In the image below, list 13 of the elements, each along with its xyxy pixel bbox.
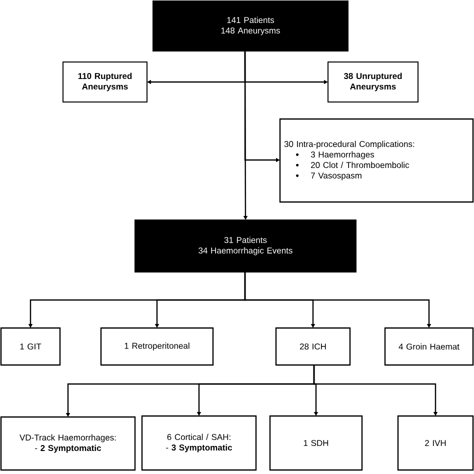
summary-box: 141 Patients 148 Aneurysms <box>152 0 348 52</box>
category-box: 2 IVH <box>397 415 474 471</box>
category-box: 1 Retroperitoneal <box>100 327 214 366</box>
complications-box: 30 Intra-procedural Complications: 3 Haemorrhages 20 Clot / Thromboembolic 7 Vasospasm <box>279 118 474 203</box>
summary-box: 31 Patients 34 Haemorrhagic Events <box>134 220 356 272</box>
category-box: 38 Unruptured Aneurysms <box>328 62 418 102</box>
category-box: 1 GIT <box>0 327 61 366</box>
category-box: 4 Groin Haemat <box>384 327 474 366</box>
category-box: 6 Cortical / SAH: - 3 Symptomatic <box>141 415 257 471</box>
category-box: 28 ICH <box>275 327 351 366</box>
category-box: 1 SDH <box>269 415 363 471</box>
category-box: VD-Track Haemorrhages: - 2 Symptomatic <box>0 416 136 471</box>
category-box: 110 Ruptured Aneurysms <box>62 62 148 102</box>
